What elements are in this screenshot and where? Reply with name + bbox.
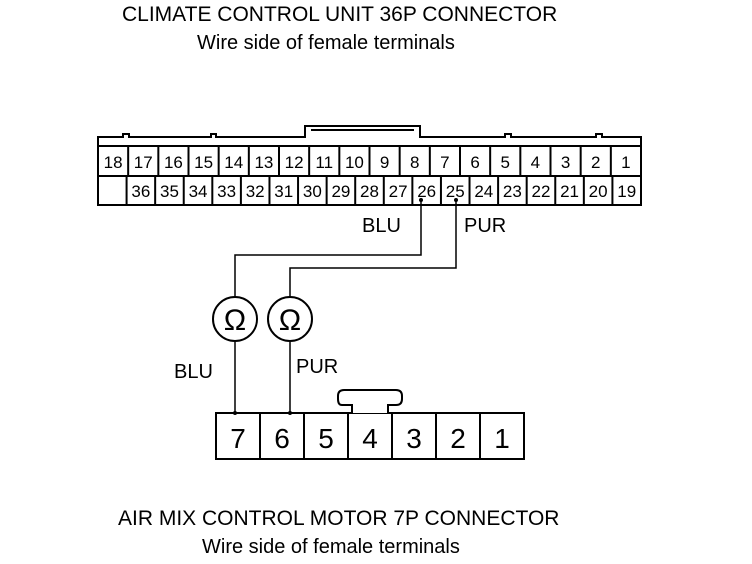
wire-label-pur-top: PUR — [464, 215, 506, 237]
pin-label-5: 5 — [501, 153, 510, 172]
wire-label-blu-top: BLU — [362, 215, 401, 237]
pin-label-4: 4 — [531, 153, 540, 172]
pin-label-15: 15 — [194, 153, 213, 172]
test-wires — [234, 200, 457, 413]
ohmmeter-right — [267, 296, 313, 342]
pin-label-16: 16 — [164, 153, 183, 172]
pin-label-23: 23 — [503, 182, 522, 201]
pin-label-31: 31 — [274, 182, 293, 201]
pin-label-17: 17 — [134, 153, 153, 172]
pin-label-10: 10 — [345, 153, 364, 172]
pin-label-36: 36 — [131, 182, 150, 201]
pin-label-30: 30 — [303, 182, 322, 201]
wire-label-pur-bottom: PUR — [296, 356, 338, 378]
motor-pin-7: 7 — [230, 423, 246, 454]
pin-label-21: 21 — [560, 182, 579, 201]
motor-pin-5: 5 — [318, 423, 334, 454]
pin-label-24: 24 — [474, 182, 493, 201]
bottom-connector-7p — [215, 389, 525, 460]
pin-label-32: 32 — [246, 182, 265, 201]
pin-label-2: 2 — [591, 153, 600, 172]
ohm-symbol-left: Ω — [224, 304, 246, 337]
pin-label-18: 18 — [104, 153, 123, 172]
pin-label-35: 35 — [160, 182, 179, 201]
top-connector-subtitle: Wire side of female terminals — [197, 32, 455, 54]
probe-point-25 — [454, 198, 458, 202]
motor-pin-3: 3 — [406, 423, 422, 454]
ohmmeter-left — [212, 296, 258, 342]
motor-pin-2: 2 — [450, 423, 466, 454]
pin-label-12: 12 — [285, 153, 304, 172]
wire-label-blu-bottom: BLU — [174, 361, 213, 383]
ohm-symbol-right: Ω — [279, 304, 301, 337]
top-connector-36p — [97, 125, 642, 206]
pin-label-14: 14 — [224, 153, 243, 172]
motor-pin-1: 1 — [494, 423, 510, 454]
pin-label-8: 8 — [410, 153, 419, 172]
top-connector-title: CLIMATE CONTROL UNIT 36P CONNECTOR — [122, 3, 558, 26]
pin-label-28: 28 — [360, 182, 379, 201]
pin-label-13: 13 — [254, 153, 273, 172]
pin-label-25: 25 — [446, 182, 465, 201]
pin-label-27: 27 — [389, 182, 408, 201]
bottom-connector-title: AIR MIX CONTROL MOTOR 7P CONNECTOR — [118, 507, 560, 530]
pin-label-33: 33 — [217, 182, 236, 201]
pin-label-6: 6 — [470, 153, 479, 172]
pin-label-3: 3 — [561, 153, 570, 172]
pin-label-20: 20 — [589, 182, 608, 201]
pur-wire — [289, 200, 457, 297]
pin-label-26: 26 — [417, 182, 436, 201]
probe-point-26 — [419, 198, 423, 202]
pin-label-9: 9 — [380, 153, 389, 172]
pin-label-11: 11 — [315, 153, 333, 172]
blu-wire — [234, 200, 422, 297]
pin-label-22: 22 — [532, 182, 551, 201]
pin-label-29: 29 — [331, 182, 350, 201]
motor-pin-4: 4 — [362, 423, 378, 454]
bottom-row-pins: 36 35 34 33 32 31 30 29 28 27 26 25 24 23 22 21 20 19 — [131, 182, 636, 201]
top-row-pins: 18 17 16 15 14 13 12 11 10 9 8 7 6 5 4 3 2 1 — [104, 153, 631, 172]
bottom-connector-subtitle: Wire side of female terminals — [202, 536, 460, 558]
pin-label-7: 7 — [440, 153, 449, 172]
pin-label-34: 34 — [189, 182, 208, 201]
pin-label-19: 19 — [617, 182, 636, 201]
motor-pin-6: 6 — [274, 423, 290, 454]
pin-label-1: 1 — [621, 153, 630, 172]
